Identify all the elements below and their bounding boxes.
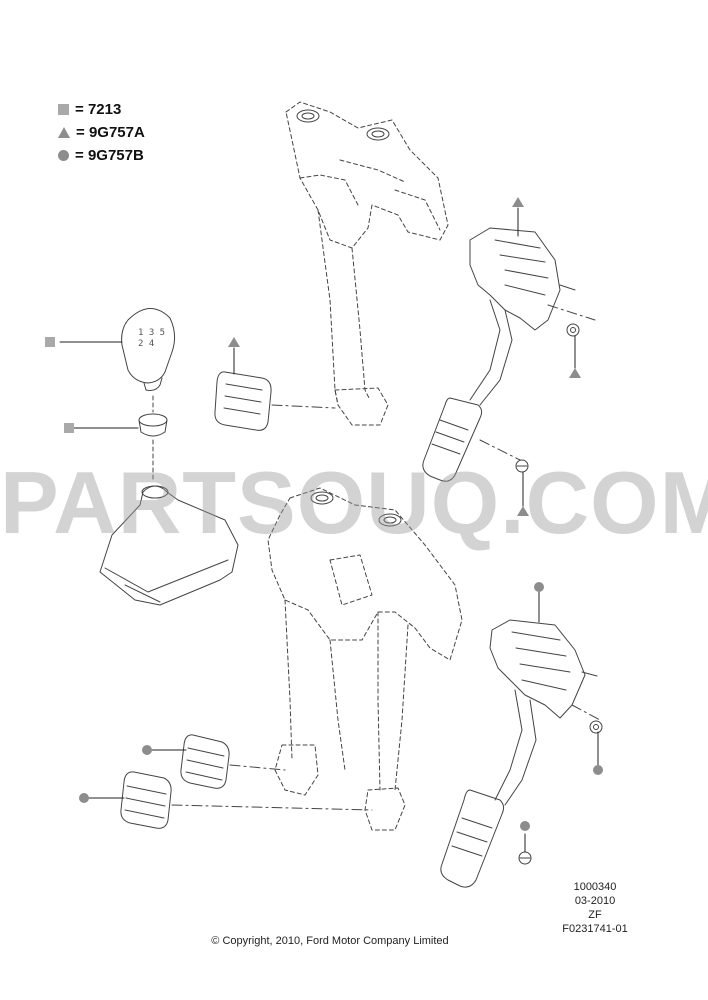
- callout-markers: [45, 197, 603, 831]
- upper-pedal-box: [285, 101, 449, 426]
- legend-equals: =: [75, 101, 84, 118]
- legend-equals: =: [76, 124, 85, 141]
- copyright: © Copyright, 2010, Ford Motor Company Li…: [211, 935, 449, 947]
- marker-triangle: [228, 337, 240, 347]
- reference-code: ZF: [588, 909, 602, 921]
- upper-pedal-box-pads: [296, 109, 390, 141]
- reference-number: 1000340: [573, 881, 617, 893]
- legend: = 7213 = 9G757A = 9G757B: [58, 98, 145, 167]
- marker-square: [45, 337, 55, 347]
- triangle-icon: [58, 127, 70, 138]
- upper-pedal-fasteners: [515, 323, 580, 473]
- legend-code: 7213: [87, 101, 122, 118]
- upper-clutch-pad: [214, 371, 336, 431]
- svg-text:2 4: 2 4: [138, 339, 154, 349]
- circle-icon: [58, 150, 69, 161]
- legend-code: 9G757B: [87, 147, 144, 164]
- figure-number: F0231741-01: [562, 923, 628, 935]
- lower-accelerator-pedal: [440, 619, 601, 888]
- lower-brake-pad: [120, 771, 373, 829]
- legend-equals: =: [75, 147, 84, 164]
- gear-boot: [99, 485, 239, 606]
- reference-block: 1000340 03-2010 ZF F0231741-01: [545, 880, 645, 936]
- watermark: PARTSOUQ.COM: [0, 453, 708, 552]
- marker-circle: [79, 793, 89, 803]
- gear-knob: 1 3 5 2 4: [121, 308, 176, 391]
- reference-date: 03-2010: [574, 895, 616, 907]
- marker-square: [64, 423, 74, 433]
- square-icon: [58, 104, 69, 115]
- marker-triangle: [569, 368, 581, 378]
- marker-circle: [593, 765, 603, 775]
- legend-code: 9G757A: [88, 124, 145, 141]
- svg-text:1 3 5: 1 3 5: [138, 328, 165, 338]
- marker-circle: [520, 821, 530, 831]
- marker-circle: [534, 582, 544, 592]
- callout-leaders: [59, 207, 599, 853]
- marker-triangle: [512, 197, 524, 207]
- retaining-collar: [138, 395, 168, 481]
- lower-pedal-fasteners: [518, 720, 603, 865]
- legend-row: = 9G757B: [58, 144, 145, 167]
- marker-triangle: [517, 506, 529, 516]
- marker-circle: [142, 745, 152, 755]
- legend-row: = 9G757A: [58, 121, 145, 144]
- legend-row: = 7213: [58, 98, 145, 121]
- lower-pedal-box: [267, 487, 463, 831]
- lower-clutch-pad: [180, 734, 286, 789]
- upper-accelerator-pedal: [422, 227, 596, 482]
- lower-pedal-box-pads: [310, 491, 402, 527]
